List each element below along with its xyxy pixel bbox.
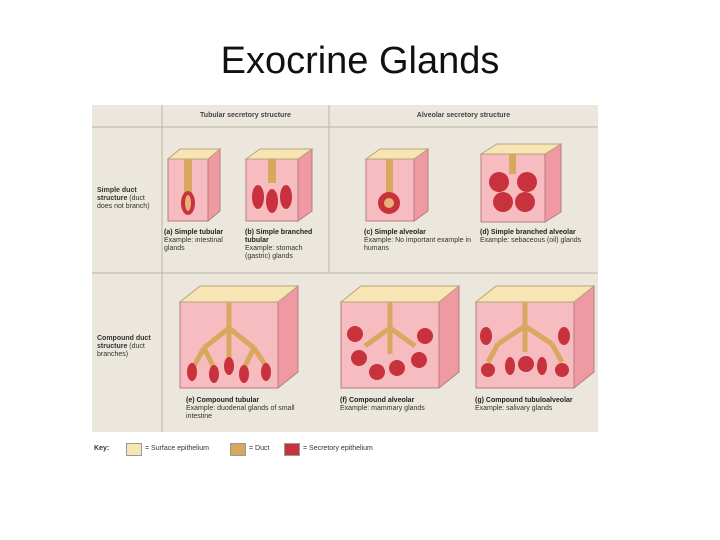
gland-f-letter: (f)	[340, 397, 347, 404]
gland-e-letter: (e)	[186, 397, 195, 404]
row-label-simple: Simple duct structure (duct does not bra…	[97, 187, 159, 211]
grid-lines	[92, 105, 598, 432]
legend-key: Key: = Surface epithelium = Duct = Secre…	[92, 438, 598, 460]
gland-e-caption: (e) Compound tubular Example: duodenal g…	[186, 397, 314, 421]
gland-g-name: Compound tubuloalveolar	[485, 397, 573, 404]
gland-e-diagram	[178, 284, 300, 390]
key-label: Key:	[94, 445, 110, 452]
gland-g-example: Example: salivary glands	[475, 405, 553, 412]
gland-f-name: Compound alveolar	[348, 397, 415, 404]
gland-f-caption: (f) Compound alveolar Example: mammary g…	[340, 397, 468, 413]
gland-a-diagram	[166, 147, 222, 223]
gland-b-letter: (b)	[245, 229, 254, 236]
row-label-compound: Compound duct structure (duct branches)	[97, 335, 159, 359]
gland-b-diagram	[244, 148, 314, 222]
gland-a-letter: (a)	[164, 229, 173, 236]
gland-g-caption: (g) Compound tubuloalveolar Example: sal…	[475, 397, 596, 413]
swatch-duct	[230, 443, 246, 456]
key-surface-epithelium: = Surface epithelium	[145, 445, 210, 452]
swatch-surface-epithelium	[126, 443, 142, 456]
gland-e-name: Compound tubular	[196, 397, 260, 404]
gland-f-example: Example: mammary glands	[340, 405, 425, 412]
row-label-simple-bold: Simple duct structure	[97, 187, 137, 202]
gland-g-diagram	[474, 284, 596, 390]
gland-c-example: Example: No important example in humans	[364, 237, 471, 252]
gland-d-letter: (d)	[480, 229, 489, 236]
gland-c-caption: (c) Simple alveolar Example: No importan…	[364, 229, 472, 253]
gland-f-diagram	[339, 284, 461, 390]
gland-g-letter: (g)	[475, 397, 484, 404]
gland-d-name: Simple branched alveolar	[490, 229, 576, 236]
gland-d-diagram	[479, 143, 563, 223]
header-alveolar: Alveolar secretory structure	[416, 112, 511, 119]
row-label-compound-rest: (duct branches)	[97, 343, 145, 358]
slide-title: Exocrine Glands	[220, 40, 500, 82]
gland-b-caption: (b) Simple branched tubular Example: sto…	[245, 229, 327, 261]
swatch-secretory-epithelium	[284, 443, 300, 456]
row-label-compound-bold: Compound duct structure	[97, 335, 151, 350]
gland-b-example: Example: stomach (gastric) glands	[245, 245, 303, 260]
gland-d-caption: (d) Simple branched alveolar Example: se…	[480, 229, 596, 245]
gland-c-letter: (c)	[364, 229, 373, 236]
gland-b-name: Simple branched tubular	[245, 229, 313, 244]
key-secretory-epithelium: = Secretory epithelium	[303, 445, 373, 452]
key-duct: = Duct	[249, 445, 270, 452]
gland-c-name: Simple alveolar	[374, 229, 426, 236]
gland-a-name: Simple tubular	[174, 229, 224, 236]
header-tubular: Tubular secretory structure	[200, 112, 291, 119]
gland-d-example: Example: sebaceous (oil) glands	[480, 237, 582, 244]
row-label-simple-rest: (duct does not branch)	[97, 195, 150, 210]
gland-e-example: Example: duodenal glands of small intest…	[186, 405, 295, 420]
gland-a-example: Example: intestinal glands	[164, 237, 223, 252]
gland-figure: Tubular secretory structure Alveolar sec…	[92, 105, 598, 432]
gland-a-caption: (a) Simple tubular Example: intestinal g…	[164, 229, 244, 253]
gland-c-diagram	[364, 148, 430, 222]
